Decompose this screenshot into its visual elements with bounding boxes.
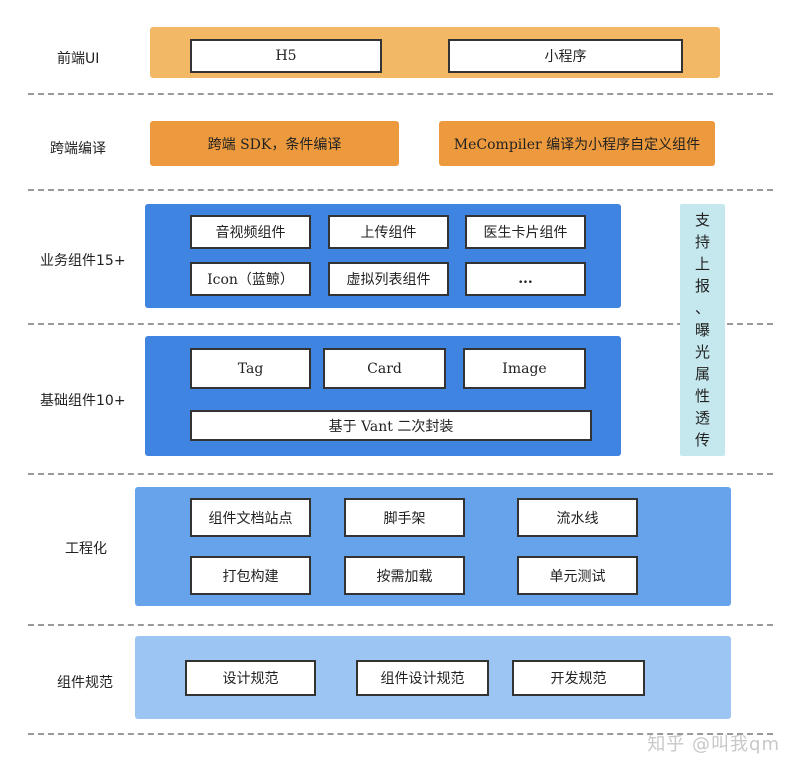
business-item: Icon（蓝鲸） [190,262,311,296]
cross-sdk-box: 跨端 SDK，条件编译 [150,121,399,166]
business-item: 虚拟列表组件 [328,262,449,296]
spec-item: 设计规范 [185,660,316,696]
separator [28,189,773,191]
spec-item: 开发规范 [512,660,645,696]
side-note-char: 、 [694,299,710,317]
side-note-char: 报 [694,277,710,295]
side-note-char: 透 [694,409,710,427]
mecompiler-box: MeCompiler 编译为小程序自定义组件 [439,121,715,166]
miniprogram-box: 小程序 [448,39,683,73]
vant-wrapper-box: 基于 Vant 二次封装 [190,410,592,441]
spec-item: 组件设计规范 [356,660,489,696]
separator [28,473,773,475]
base-item: Card [323,348,446,389]
separator [28,733,773,735]
engineering-item: 按需加载 [344,556,465,595]
side-note-char: 持 [694,233,710,251]
separator [28,624,773,626]
layer-label-base: 基础组件10+ [40,393,126,409]
layer-label-spec: 组件规范 [57,675,113,691]
side-note-char: 支 [694,211,710,229]
side-note-char: 光 [694,343,710,361]
side-note-char: 上 [694,255,710,273]
layer-label-business: 业务组件15+ [40,253,126,269]
engineering-item: 打包构建 [190,556,311,595]
separator [28,93,773,95]
engineering-item: 单元测试 [517,556,638,595]
side-note-char: 传 [694,431,710,449]
base-item: Tag [190,348,311,389]
watermark: 知乎 @叫我qm [647,734,780,755]
side-note-char: 性 [694,387,710,405]
layer-label-frontend: 前端UI [57,51,100,67]
business-item: 医生卡片组件 [465,215,586,249]
layer-label-cross: 跨端编译 [50,141,106,157]
h5-box: H5 [190,39,382,73]
engineering-item: 组件文档站点 [190,498,311,537]
layer-label-engineering: 工程化 [65,541,107,557]
separator [28,323,773,325]
engineering-item: 流水线 [517,498,638,537]
side-note-char: 曝 [694,321,710,339]
side-note-char: 属 [694,365,710,383]
base-item: Image [463,348,586,389]
engineering-item: 脚手架 [344,498,465,537]
business-item: 上传组件 [328,215,449,249]
business-item-more: ... [465,262,586,296]
side-note: 支 持 上 报 、 曝 光 属 性 透 传 [680,204,725,456]
business-item: 音视频组件 [190,215,311,249]
